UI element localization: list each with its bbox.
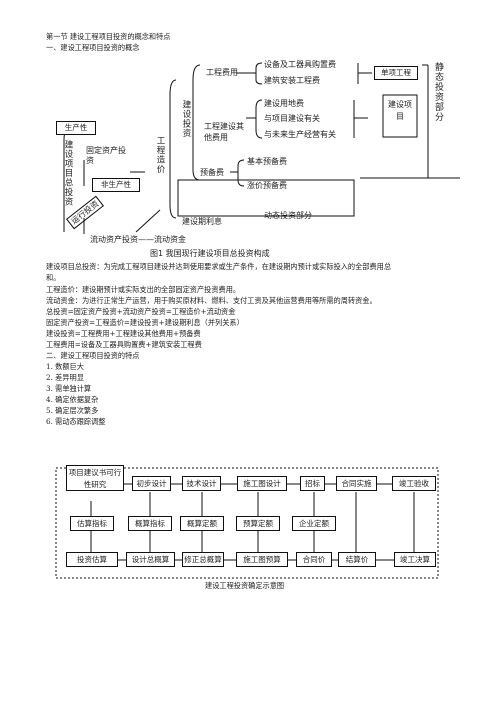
fig2-top-box: 竣工验收	[392, 476, 436, 491]
fig2-top-box: 合同实施	[336, 476, 377, 491]
engineering-cost-label: 工程造价	[155, 136, 165, 174]
interest-label: 建设期利息	[182, 217, 222, 226]
feature-item: 4. 确定依据复杂	[46, 395, 99, 404]
def-line-6: 固定资产投资=工程造价=建设投资+建设期利息（并列关系）	[46, 318, 244, 327]
fig2-bottom-box: 设计总概算	[126, 552, 175, 567]
land-fee-label: 建设用地费	[264, 99, 304, 108]
fig2-bottom-box: 结算价	[338, 552, 376, 567]
def-line-5: 总投资=固定资产投资+流动资产投资=工程造价+流动资金	[46, 307, 236, 316]
def-line-3: 工程造价：建设期预计或实际支出的全部固定资产投资费用。	[46, 285, 241, 294]
installation-fee-label: 建筑安装工程费	[264, 76, 320, 85]
working-capital-label: 流动资产投资——流动资金	[90, 235, 186, 244]
fig2-top-box: 技术设计	[182, 476, 221, 491]
fig2-middle-box: 企业定额	[292, 516, 336, 531]
fig2-top-box: 招标	[300, 476, 325, 491]
fig2-top-box: 项目建议书可行性研究	[66, 465, 124, 491]
productive-label: 生产性	[56, 121, 96, 135]
feature-item: 3. 需单独计算	[46, 384, 92, 393]
fig2-top-box: 初步设计	[132, 476, 171, 491]
reserve-label: 预备费	[200, 168, 224, 177]
feature-item: 2. 差异明显	[46, 373, 84, 382]
fig2-middle-box: 概算定额	[180, 516, 224, 531]
fig2-bottom-box: 投资估算	[66, 552, 118, 567]
fig2-bottom-box: 合同价	[296, 552, 332, 567]
subsection-title-features: 二、建设工程项目投资的特点	[46, 351, 140, 360]
feature-item: 5. 确定层次繁多	[46, 406, 99, 415]
nonproductive-label: 非生产性	[92, 178, 140, 192]
project-related-label: 与项目建设有关	[264, 114, 320, 123]
fixed-asset-label: 固定资产投资	[86, 146, 126, 165]
fig2-bottom-box: 竣工决算	[394, 552, 436, 567]
figure2-caption: 建设工程投资确定示意图	[205, 581, 285, 590]
feature-item: 1. 数额巨大	[46, 362, 84, 371]
single-project-label: 单项工程	[374, 66, 418, 80]
def-line-1: 建设项目总投资：为完成工程项目建设并达到使用要求或生产条件，在建设期内预计或实际…	[46, 262, 392, 271]
def-line-4: 流动资金：为进行正常生产运营，用于购买原材料、燃料、支付工资及其他运营费用等所需…	[46, 296, 377, 305]
fig2-bottom-box: 修正总概算	[182, 552, 224, 567]
def-line-8: 工程费用=设备及工器具购置费+建筑安装工程费	[46, 340, 202, 349]
def-line-7: 建设投资=工程费用+工程建设其他费用+预备费	[46, 329, 201, 338]
static-part-label: 静态投资部分	[433, 62, 443, 122]
other-fee-label: 工程建设其他费用	[204, 122, 244, 142]
engineering-fee-label: 工程费用	[206, 68, 238, 77]
price-reserve-label: 涨价预备费	[247, 181, 287, 190]
fig2-middle-box: 概算指标	[128, 516, 172, 531]
def-line-2: 和。	[46, 273, 61, 282]
fig2-top-box: 施工图设计	[237, 476, 287, 491]
figure1-caption: 图1 我国现行建设项目总投资构成	[150, 249, 270, 258]
dynamic-part-label: 动态投资部分	[264, 211, 312, 220]
subsection-title-concept: 一、建设工程项目投资的概念	[46, 43, 140, 52]
feature-item: 6. 需动态跟踪调整	[46, 417, 106, 426]
fig2-bottom-box: 施工图预算	[236, 552, 288, 567]
section-title: 第一节 建设工程项目投资的概念和特点	[46, 32, 171, 41]
construction-project-label: 建设项目	[388, 100, 412, 121]
future-related-label: 与未来生产经营有关	[264, 130, 336, 139]
fig2-middle-box: 估算指标	[70, 516, 114, 531]
fig2-middle-box: 预算定额	[236, 516, 280, 531]
total-investment-label: 建设项目总投资	[63, 140, 73, 207]
basic-reserve-label: 基本预备费	[247, 157, 287, 166]
construction-investment-label: 建设投资	[181, 100, 191, 138]
equipment-fee-label: 设备及工器具购置费	[264, 60, 336, 69]
